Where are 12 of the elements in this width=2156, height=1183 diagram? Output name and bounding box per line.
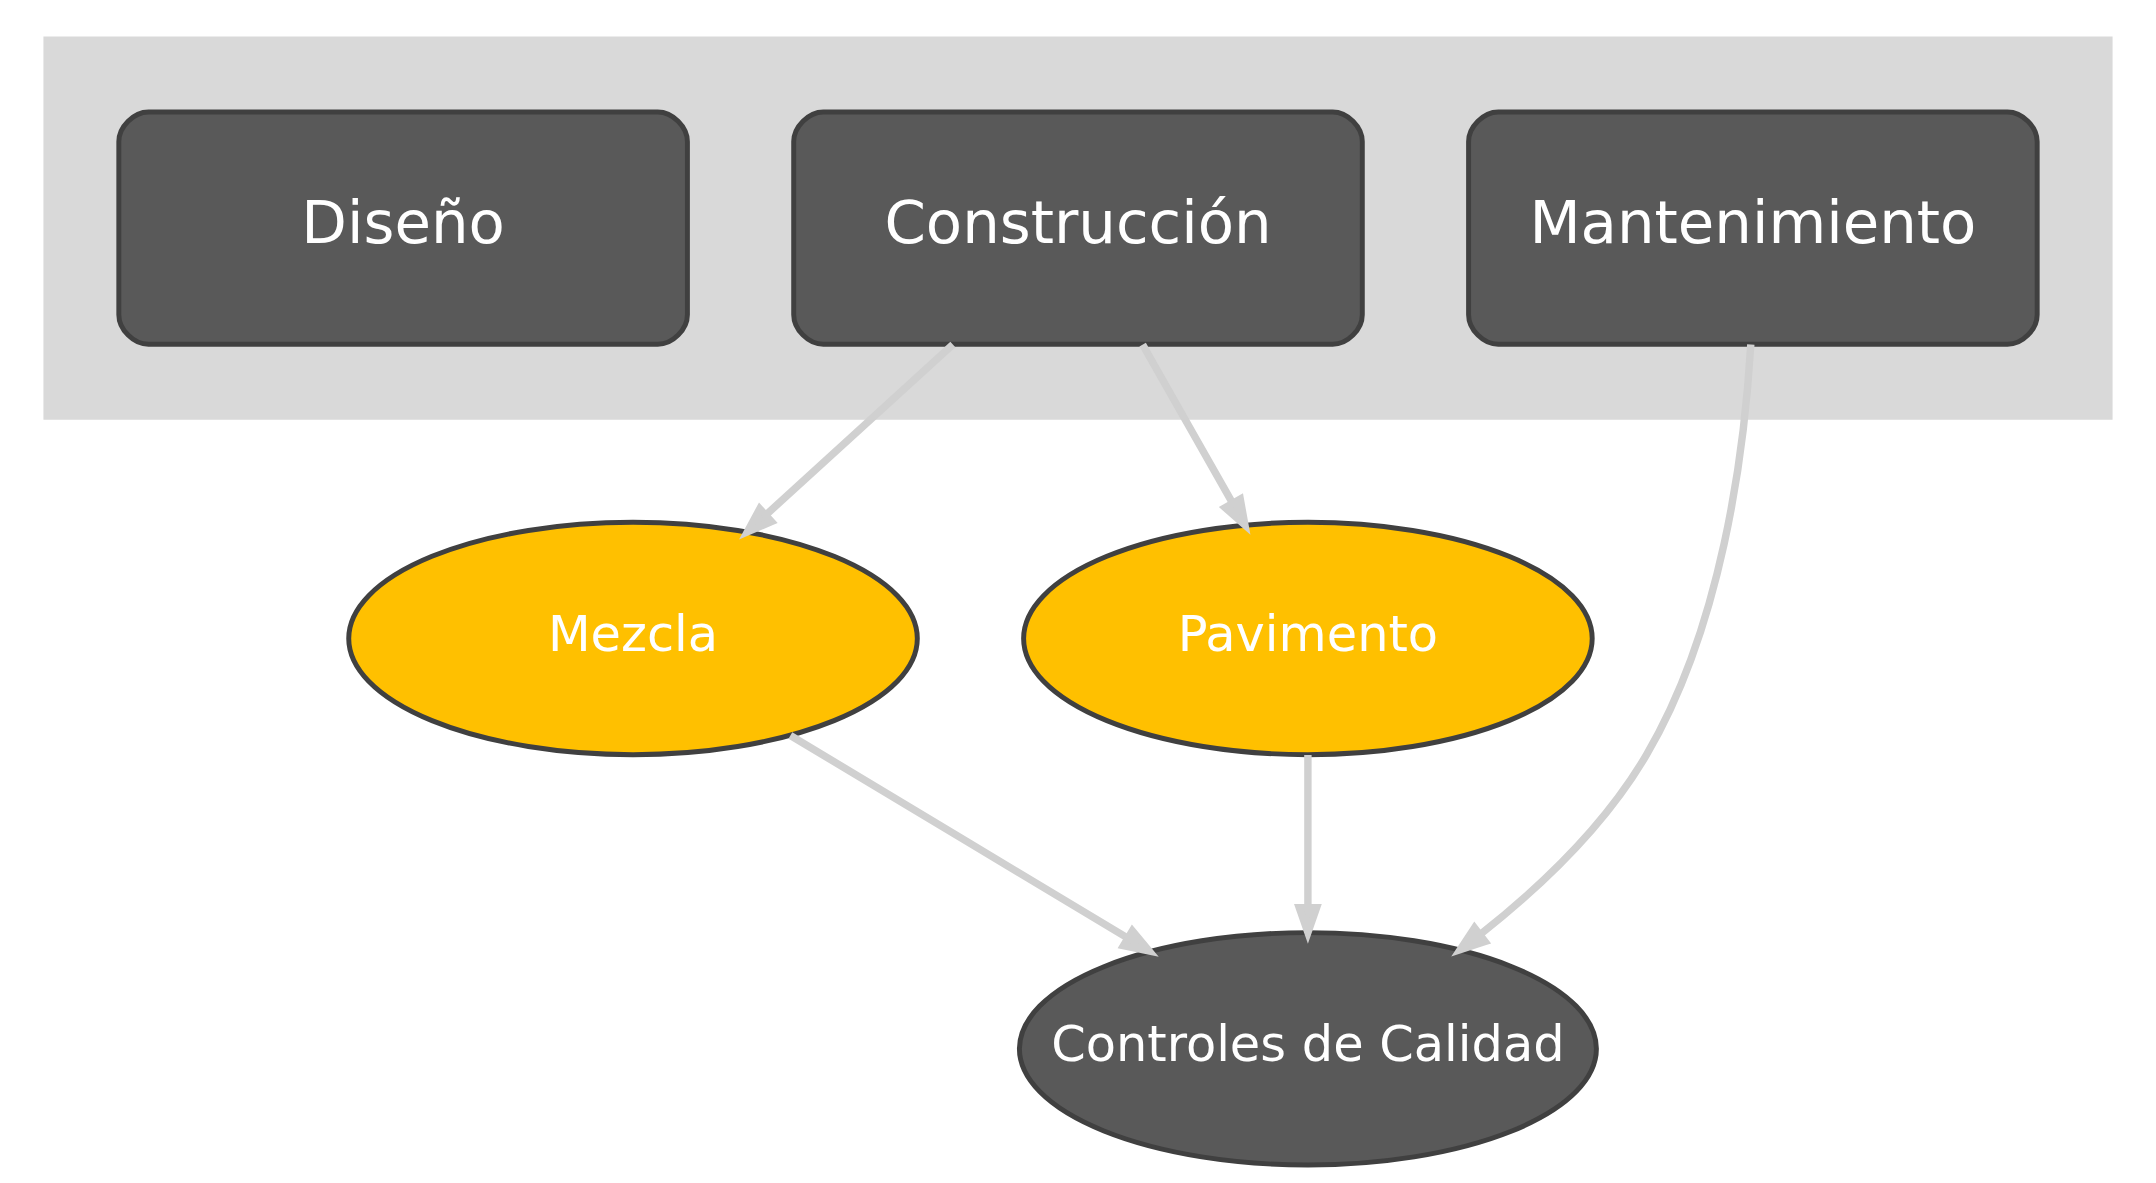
arrow [788, 732, 1159, 957]
node-ellipse: Mezcla [346, 519, 920, 758]
arrow [1451, 344, 1755, 957]
node-box: Construcción [791, 109, 1365, 347]
node-ellipse: Pavimento [1021, 519, 1595, 758]
node-box: Mantenimiento [1466, 109, 2040, 347]
cluster [43, 36, 2113, 420]
node-box: Diseño [116, 109, 690, 347]
arrow [1294, 754, 1322, 944]
node-ellipse: Controles de Calidad [1016, 930, 1599, 1168]
arrow [1139, 342, 1251, 535]
arrow [739, 341, 956, 540]
